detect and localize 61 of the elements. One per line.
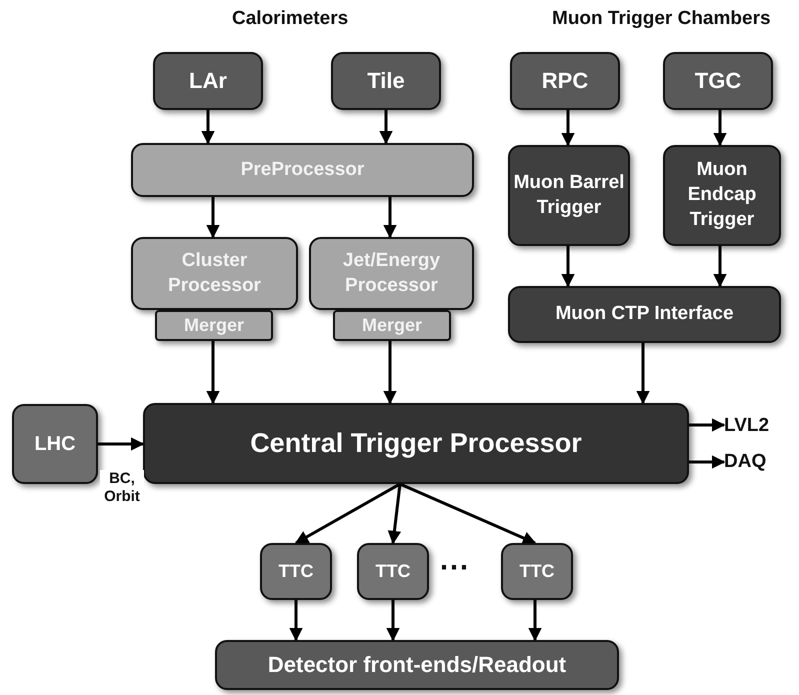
arrow xyxy=(201,110,215,144)
process-box xyxy=(309,237,474,310)
box-label: LHC xyxy=(34,432,76,457)
arrow xyxy=(294,482,401,544)
box-label: TTC xyxy=(376,560,410,583)
ellipsis: ⋯ xyxy=(439,556,469,580)
box-label: Cluster Processor xyxy=(167,248,262,298)
arrow xyxy=(399,482,536,544)
arrow xyxy=(689,455,726,469)
arrow xyxy=(289,600,303,642)
process-box xyxy=(331,52,441,110)
arrow xyxy=(388,484,402,544)
arrow xyxy=(206,341,220,404)
arrow xyxy=(561,110,575,146)
box-label: TGC xyxy=(694,66,742,95)
arrow xyxy=(386,600,400,642)
box-label: Merger xyxy=(362,314,422,337)
box-label: TTC xyxy=(278,560,314,583)
box-label: PreProcessor xyxy=(240,158,364,182)
box-label: TTC xyxy=(520,560,554,583)
box-label: Muon CTP Interface xyxy=(555,302,734,326)
arrow xyxy=(713,110,727,146)
process-box xyxy=(12,404,98,484)
box-label: RPC xyxy=(542,66,588,95)
process-box xyxy=(143,403,689,484)
process-box xyxy=(508,145,630,246)
process-box xyxy=(131,237,298,310)
box-label: Merger xyxy=(184,314,244,337)
arrow xyxy=(383,197,397,238)
arrow xyxy=(636,343,650,404)
process-box xyxy=(131,143,474,197)
arrow xyxy=(206,197,220,238)
arrow xyxy=(383,341,397,404)
process-box xyxy=(663,52,773,110)
arrow xyxy=(689,418,726,432)
box-label: Detector front-ends/Readout xyxy=(268,650,566,679)
box-label: Muon Barrel Trigger xyxy=(512,170,626,220)
process-box xyxy=(510,52,620,110)
process-box xyxy=(155,310,273,341)
output-label: DAQ xyxy=(724,448,794,476)
output-label: LVL2 xyxy=(724,412,794,440)
process-box xyxy=(357,543,429,600)
process-box xyxy=(260,543,332,600)
box-label: Muon Endcap Trigger xyxy=(686,158,758,232)
process-box xyxy=(501,543,573,600)
arrow xyxy=(528,600,542,642)
arrow xyxy=(379,110,393,144)
process-box xyxy=(153,52,263,110)
box-label: Jet/Energy Processor xyxy=(342,248,442,298)
arrow xyxy=(713,246,727,288)
process-box xyxy=(333,310,451,341)
process-box xyxy=(215,640,619,690)
arrow xyxy=(98,437,144,451)
group-heading: Muon Trigger Chambers xyxy=(552,8,771,30)
process-box xyxy=(508,286,781,343)
box-label: LAr xyxy=(189,66,227,95)
box-label: Central Trigger Processor xyxy=(250,426,582,460)
arrow xyxy=(561,246,575,288)
box-label: Tile xyxy=(367,66,405,95)
group-heading: Calorimeters xyxy=(232,8,348,30)
process-box xyxy=(663,145,781,246)
